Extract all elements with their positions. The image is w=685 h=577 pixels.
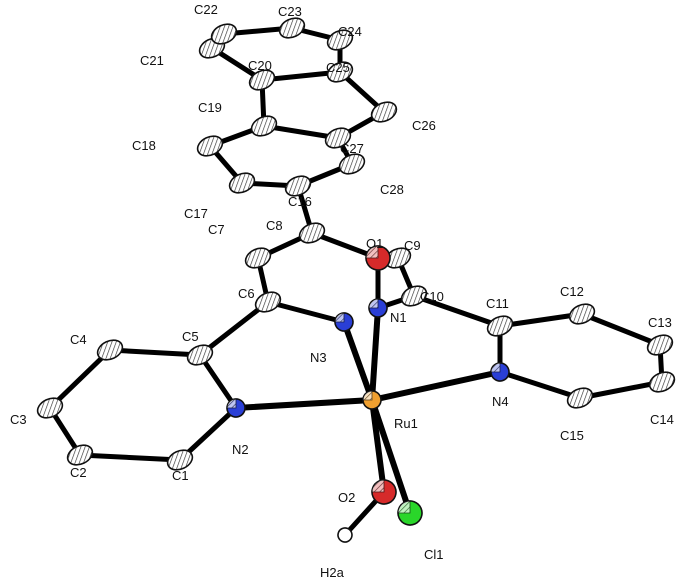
bond-Ru1-N2 — [233, 397, 375, 411]
atom-C27 — [324, 127, 352, 149]
bond-C10-C11 — [411, 293, 503, 329]
atom-C16 — [284, 175, 312, 197]
atom-label-C7: C7 — [208, 222, 225, 237]
bond-C5-C6 — [197, 299, 271, 358]
atom-C3 — [36, 397, 64, 419]
bond-C14-C15 — [577, 379, 665, 401]
atom-label-Ru1: Ru1 — [394, 416, 418, 431]
atom-label-C13: C13 — [648, 315, 672, 330]
atom-C25 — [326, 61, 354, 83]
atom-C4 — [96, 339, 124, 361]
atom-N2 — [226, 398, 246, 418]
atom-N4 — [490, 362, 510, 382]
atom-N3 — [334, 312, 354, 332]
atom-H2a — [337, 527, 353, 543]
atom-Cl1 — [397, 500, 423, 526]
atom-C13 — [646, 334, 674, 356]
atom-label-C18: C18 — [132, 138, 156, 153]
atom-layer — [36, 17, 676, 543]
atom-label-C19: C19 — [198, 100, 222, 115]
atom-C20 — [248, 69, 276, 91]
atom-C15 — [566, 387, 594, 409]
atom-C23 — [278, 17, 306, 39]
bond-Ru1-N4 — [369, 369, 503, 403]
atom-label-C15: C15 — [560, 428, 584, 443]
atom-N1 — [368, 298, 388, 318]
atom-C26 — [370, 101, 398, 123]
atom-C1 — [166, 449, 194, 471]
atom-C14 — [648, 371, 676, 393]
atom-label-C11: C11 — [486, 296, 509, 311]
bond-C5-N2 — [197, 352, 239, 411]
atom-label-O2: O2 — [338, 490, 355, 505]
atom-label-N2: N2 — [232, 442, 249, 457]
atom-C6 — [254, 291, 282, 313]
atom-label-C25: C25 — [326, 60, 350, 75]
atom-label-C28: C28 — [380, 182, 404, 197]
atom-C5 — [186, 344, 214, 366]
atom-label-C17: C17 — [184, 206, 208, 221]
atom-Ru1 — [362, 390, 382, 410]
atom-label-N1: N1 — [390, 310, 407, 325]
bond-C15-N4 — [497, 369, 583, 401]
atom-C12 — [568, 303, 596, 325]
atom-C18 — [196, 135, 224, 157]
atom-label-C1: C1 — [172, 468, 189, 483]
atom-label-Cl1: Cl1 — [424, 547, 444, 562]
atom-label-C26: C26 — [412, 118, 436, 133]
bond-Ru1-N1 — [369, 305, 381, 403]
atom-C19 — [250, 115, 278, 137]
atom-C24 — [326, 29, 354, 51]
atom-label-N3: N3 — [310, 350, 327, 365]
atom-label-C6: C6 — [238, 286, 255, 301]
atom-label-C22: C22 — [194, 2, 218, 17]
atom-label-C12: C12 — [560, 284, 584, 299]
atom-label-C3: C3 — [10, 412, 27, 427]
atom-O1 — [365, 245, 391, 271]
atom-label-H2a: H2a — [320, 565, 345, 577]
atom-label-C21: C21 — [140, 53, 164, 68]
bond-C11-C12 — [497, 311, 585, 329]
atom-label-C2: C2 — [70, 465, 87, 480]
bond-C6-N3 — [265, 299, 347, 325]
atom-label-C10: C10 — [420, 289, 444, 304]
atom-label-C8: C8 — [266, 218, 283, 233]
atom-label-C5: C5 — [182, 329, 199, 344]
atom-label-C14: C14 — [650, 412, 674, 427]
bond-C1-C2 — [77, 452, 183, 463]
atom-C22 — [210, 23, 238, 45]
bond-Ru1-N3 — [341, 319, 375, 403]
atom-C28 — [338, 153, 366, 175]
atom-C17 — [228, 172, 256, 194]
atom-label-C9: C9 — [404, 238, 421, 253]
atom-label-C24: C24 — [338, 24, 362, 39]
atom-C7 — [244, 247, 272, 269]
bond-C12-C13 — [579, 311, 663, 348]
bond-Ru1-Cl1 — [369, 397, 413, 516]
bond-C4-C5 — [107, 347, 203, 358]
atom-C8 — [298, 222, 326, 244]
atom-O2 — [371, 479, 397, 505]
atom-label-N4: N4 — [492, 394, 509, 409]
bond-C27-C19 — [261, 123, 341, 141]
atom-C2 — [66, 444, 94, 466]
atom-label-C23: C23 — [278, 4, 302, 19]
atom-label-C27: C27 — [340, 141, 364, 156]
bond-layer — [47, 25, 665, 538]
atom-label-C16: C16 — [288, 194, 312, 209]
atom-C11 — [486, 315, 514, 337]
atom-label-C4: C4 — [70, 332, 87, 347]
atom-C10 — [400, 285, 428, 307]
atom-label-C20: C20 — [248, 58, 272, 73]
bond-C3-C4 — [47, 347, 113, 411]
atom-label-O1: O1 — [366, 236, 383, 251]
